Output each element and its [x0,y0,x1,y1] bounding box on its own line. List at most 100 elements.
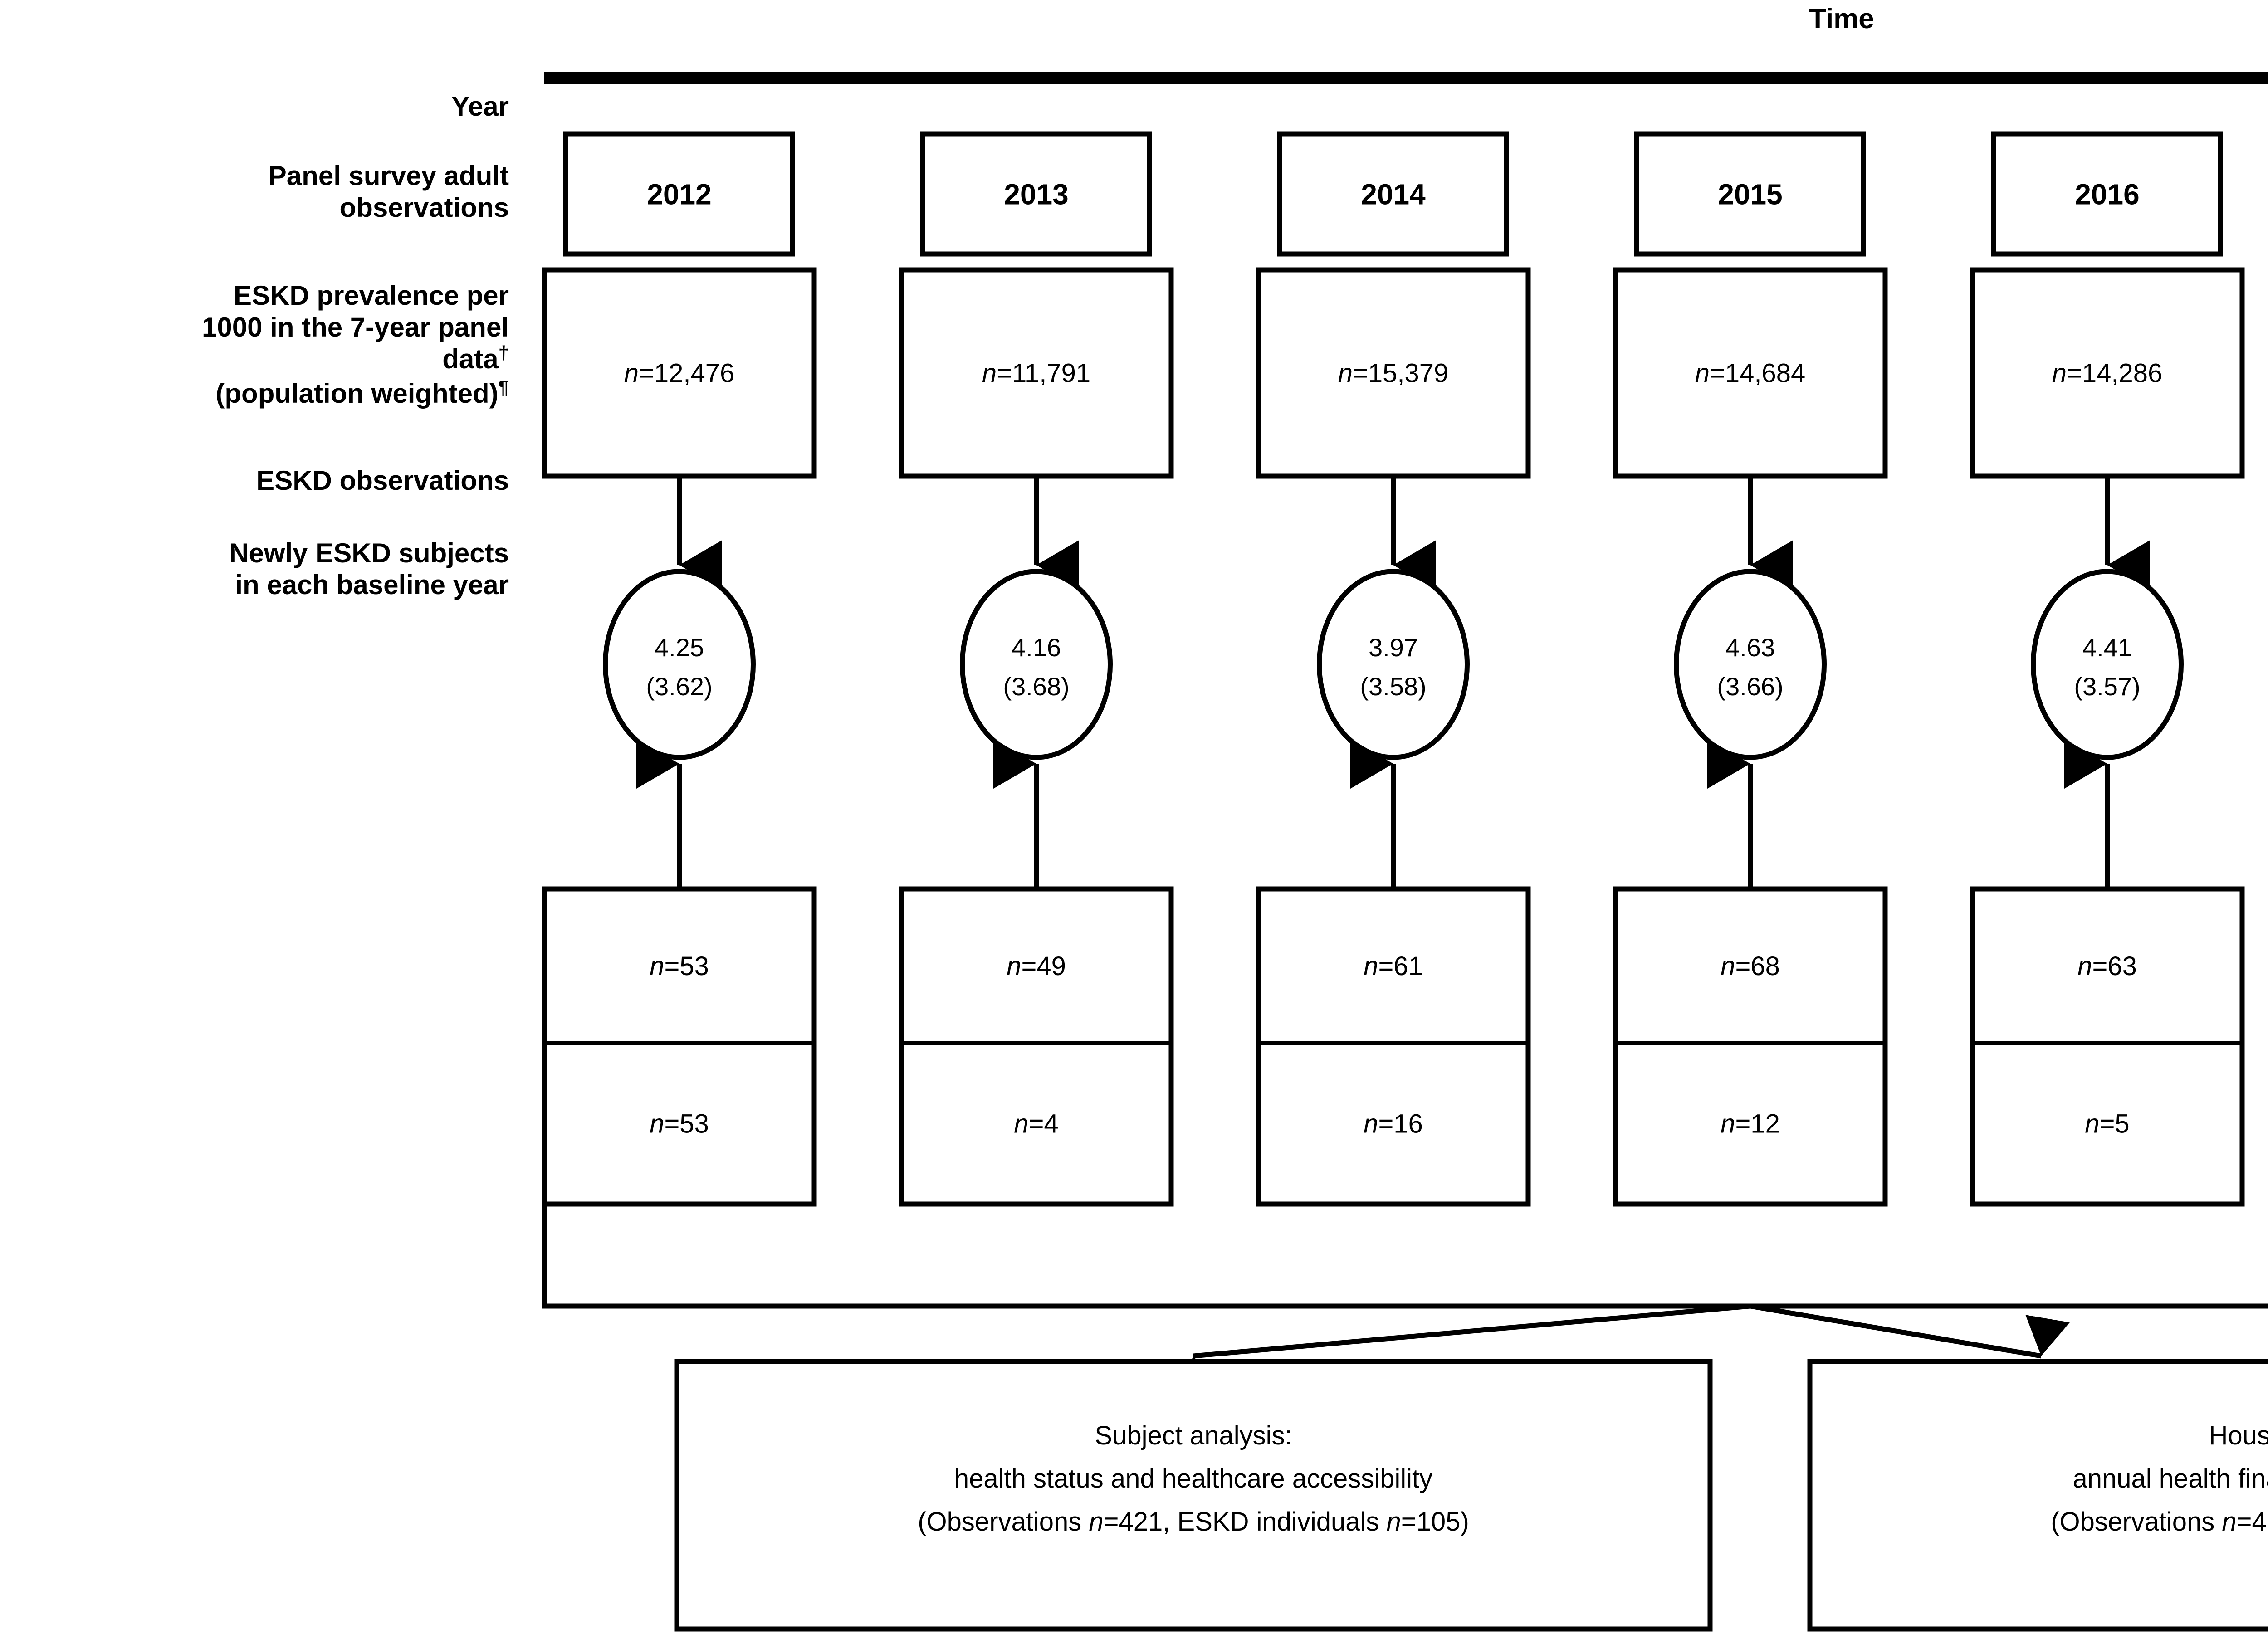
prevalence-primary-value: 4.25 [655,633,704,662]
year-header-2013[interactable]: 2013 [920,131,1152,257]
arrow-to-subject-analysis [1174,1303,1750,1396]
prevalence-ellipse[interactable] [2031,569,2184,760]
subject-analysis-box[interactable] [674,1359,1713,1632]
prevalence-primary-value: 4.41 [2082,633,2132,662]
newly-eskd-value: n=16 [1364,1109,1423,1139]
year-box[interactable] [1277,131,1509,257]
eskd-stack-2016[interactable]: n=63n=5 [1970,886,2245,1207]
n-italic: n [2077,951,2092,981]
eskd-observations-value: n=63 [2077,951,2137,981]
year-box[interactable] [920,131,1152,257]
n-value: =61 [1378,951,1422,981]
eskd-stack-box[interactable] [899,886,1174,1207]
panel-survey-value: n=14,286 [2052,359,2163,388]
prevalence-cell-2013[interactable]: 4.16 (3.68) [960,569,1113,760]
prevalence-cell-2014[interactable]: 3.97(3.58) [1317,569,1470,760]
panel-survey-box[interactable] [1256,267,1531,479]
panel-survey-cell-2012[interactable]: n=12,476 [542,267,817,479]
panel-survey-value: n=14,684 [1695,359,1806,388]
year-header-2015[interactable]: 2015 [1634,131,1866,257]
n-italic: n [1338,359,1353,388]
eskd-stack-box[interactable] [1613,886,1888,1207]
subject-line3-pre: (Observations [918,1507,1089,1537]
prevalence-primary-value: 4.16 [1012,633,1061,662]
subject-analysis-line3: (Observations n=421, ESKD individuals n=… [918,1507,1469,1537]
panel-survey-box[interactable] [542,267,817,479]
row-label-year: Year [451,91,509,122]
panel-survey-box[interactable] [1613,267,1888,479]
subject-line3-post: =105) [1401,1507,1469,1537]
panel-survey-box[interactable] [1970,267,2245,479]
prevalence-cell-2016[interactable]: 4.41(3.57) [2031,569,2184,760]
n-italic: n [1721,1109,1735,1139]
panel-survey-cell-2013[interactable]: n=11,791 [899,267,1174,479]
n-value: =5 [2100,1109,2130,1139]
year-header-2012[interactable]: 2012 [563,131,795,257]
n-value: =12 [1735,1109,1779,1139]
prevalence-secondary-value: (3.68) [1003,672,1069,701]
n-italic: n [1364,951,1378,981]
n-italic: n [650,951,664,981]
n-italic: n [650,1109,664,1139]
row-label-eskd-observations: ESKD observations [256,465,509,496]
n-value: =16 [1378,1109,1422,1139]
prevalence-ellipse[interactable] [1674,569,1827,760]
eskd-stack-2014[interactable]: n=61 n=16 [1256,886,1531,1207]
prevalence-ellipse[interactable] [1317,569,1470,760]
subject-analysis-line1: Subject analysis: [1095,1421,1292,1450]
eskd-stack-2013[interactable]: n=49n=4 [899,886,1174,1207]
panel-survey-cell-2014[interactable]: n=15,379 [1256,267,1531,479]
bottom-bracket-connector [542,1204,2268,1309]
household-analysis-node[interactable]: Household analysis: annual health financ… [1807,1359,2268,1632]
eskd-stack-2015[interactable]: n=68n=12 [1613,886,1888,1207]
dagger-symbol: † [499,342,509,363]
year-box[interactable] [1991,131,2223,257]
row-label-prevalence-line4: (population weighted)¶ [215,376,509,409]
panel-survey-value: n=11,791 [982,359,1090,388]
prevalence-cell-2012[interactable]: 4.25 (3.62) [603,569,756,760]
prevalence-ellipse[interactable] [960,569,1113,760]
year-header-2016[interactable]: 2016 [1991,131,2223,257]
panel-survey-cell-2015[interactable]: n=14,684 [1613,267,1888,479]
n-italic: n [624,359,639,388]
household-line3-mid: =421, ESKD individuals [2237,1507,2268,1537]
household-analysis-line3: (Observations n=421, ESKD individuals n=… [2051,1507,2268,1537]
prevalence-cell-2015[interactable]: 4.63(3.66) [1674,569,1827,760]
n-value: =14,286 [2067,359,2162,388]
n-value: =53 [664,1109,709,1139]
panel-survey-box[interactable] [899,267,1174,479]
columns-layer: 2012n=12,4764.25(3.62)n=53n=532013n=11,7… [542,131,2245,1207]
prevalence-line3-text: data [442,344,499,374]
year-header-2014[interactable]: 2014 [1277,131,1509,257]
eskd-stack-box[interactable] [1970,886,2245,1207]
subject-analysis-node[interactable]: Subject analysis: health status and heal… [674,1359,1713,1632]
row-label-panel-survey-line2: observations [340,192,509,223]
eskd-stack-2012[interactable]: n=53n=53 [542,886,817,1207]
n-value: =15,379 [1353,359,1448,388]
subject-analysis-line2: health status and healthcare accessibili… [954,1464,1432,1493]
household-analysis-box[interactable] [1807,1359,2268,1632]
prevalence-ellipse[interactable] [603,569,756,760]
eskd-observations-value: n=49 [1007,951,1066,981]
time-axis-label: Time [1809,3,1874,34]
prevalence-secondary-value: (3.62) [646,672,712,701]
prevalence-line4-text: (population weighted) [215,378,498,409]
n-value: =12,476 [639,359,734,388]
year-box[interactable] [1634,131,1866,257]
n-value: =14,684 [1710,359,1805,388]
n-italic: n [1695,359,1710,388]
household-analysis-line2: annual health finances and financial bur… [2073,1464,2268,1493]
eskd-stack-box[interactable] [542,886,817,1207]
panel-survey-cell-2016[interactable]: n=14,286 [1970,267,2245,479]
newly-eskd-value: n=5 [2085,1109,2129,1139]
eskd-observations-value: n=53 [650,951,709,981]
year-label: 2016 [2075,178,2139,211]
eskd-stack-box[interactable] [1256,886,1531,1207]
household-line3-n1: n [2222,1507,2236,1537]
year-box[interactable] [563,131,795,257]
pilcrow-symbol: ¶ [499,376,509,398]
n-value: =4 [1029,1109,1059,1139]
prevalence-secondary-value: (3.58) [1360,672,1426,701]
